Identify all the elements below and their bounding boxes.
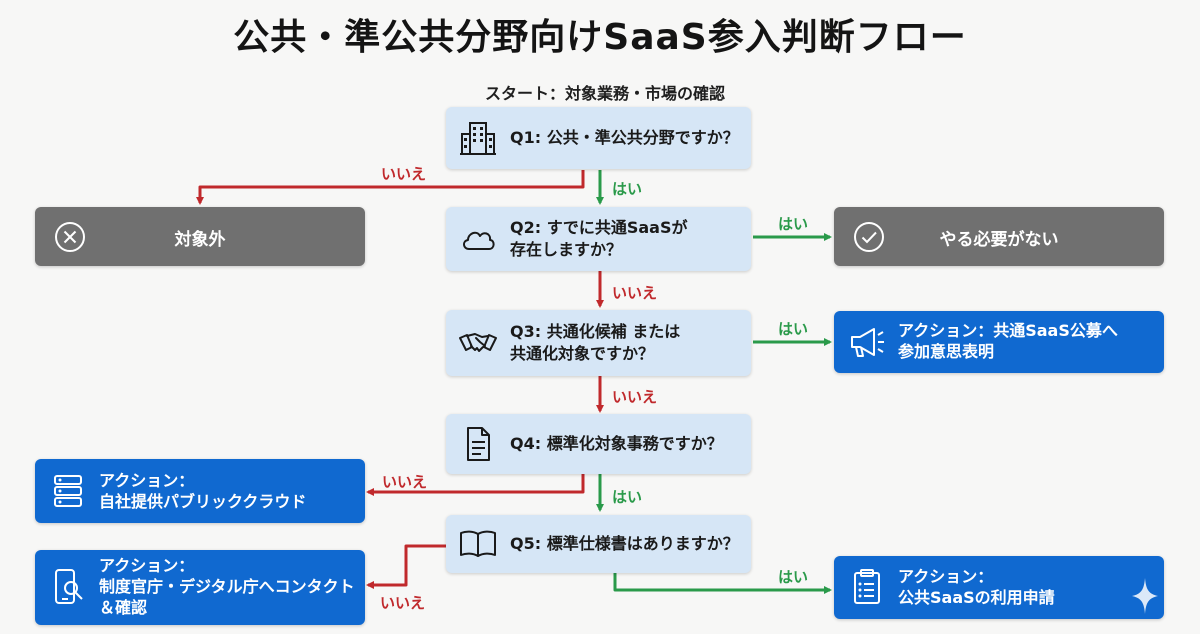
question-q2-text: Q2: すでに共通SaaSが 存在しますか？ <box>510 218 688 259</box>
action-join-common-saas-text: アクション：共通SaaS公募へ 参加意思表明 <box>898 321 1118 361</box>
arrow-q5-yes <box>613 573 832 594</box>
outcome-out-of-scope: 対象外 <box>35 207 365 266</box>
cloud-icon <box>463 231 495 250</box>
action-contact-agencies: アクション： 制度官庁・デジタル庁へコンタクト ＆確認 <box>35 550 365 625</box>
outcome-out-of-scope-text: 対象外 <box>174 230 226 250</box>
start-label: スタート：対象業務・市場の確認 <box>484 84 725 103</box>
label-q1-no: いいえ <box>381 165 427 183</box>
check-circle-icon <box>854 222 884 252</box>
action-join-common-saas: アクション：共通SaaS公募へ 参加意思表明 <box>834 311 1164 373</box>
question-q3-text: Q3: 共通化候補 または 共通化対象ですか？ <box>510 322 681 363</box>
outcome-no-need: やる必要がない <box>834 207 1164 266</box>
question-q4: Q4: 標準化対象事務ですか？ <box>446 414 751 474</box>
document-icon <box>467 427 490 461</box>
label-q4-no: いいえ <box>382 473 428 491</box>
action-apply-public-saas: アクション： 公共SaaSの利用申請 <box>834 556 1164 619</box>
server-icon <box>54 475 82 507</box>
action-own-public-cloud-text: アクション： 自社提供パブリッククラウド <box>99 471 307 511</box>
action-contact-agencies-text: アクション： 制度官庁・デジタル庁へコンタクト ＆確認 <box>99 556 355 617</box>
sparkle-icon <box>1132 578 1158 614</box>
label-q2-no: いいえ <box>612 284 658 302</box>
action-own-public-cloud: アクション： 自社提供パブリッククラウド <box>35 459 365 523</box>
label-q5-no: いいえ <box>380 594 426 612</box>
question-q2: Q2: すでに共通SaaSが 存在しますか？ <box>446 207 751 271</box>
question-q5: Q5: 標準仕様書はありますか？ <box>446 515 751 573</box>
action-apply-public-saas-text: アクション： 公共SaaSの利用申請 <box>898 567 1055 607</box>
label-q4-yes: はい <box>612 488 643 506</box>
question-q1: Q1: 公共・準公共分野ですか？ <box>446 107 751 169</box>
label-q2-yes: はい <box>778 215 809 233</box>
label-q3-yes: はい <box>778 320 809 338</box>
x-circle-icon <box>55 222 85 252</box>
arrow-q4-no <box>366 474 585 496</box>
clipboard-icon <box>854 569 880 604</box>
page-title: 公共・準公共分野向けSaaS参入判断フロー <box>233 17 967 58</box>
question-q3: Q3: 共通化候補 または 共通化対象ですか？ <box>446 310 751 376</box>
label-q1-yes: はい <box>612 180 643 198</box>
question-q4-text: Q4: 標準化対象事務ですか？ <box>510 434 723 453</box>
arrow-q1-no <box>196 170 585 205</box>
arrow-q5-no <box>366 544 446 589</box>
label-q5-yes: はい <box>778 568 809 586</box>
label-q3-no: いいえ <box>612 388 658 406</box>
handshake-icon <box>459 333 497 352</box>
question-q5-text: Q5: 標準仕様書はありますか？ <box>510 534 739 553</box>
phone-search-icon <box>55 569 83 604</box>
book-icon <box>460 530 496 557</box>
outcome-no-need-text: やる必要がない <box>939 230 1059 250</box>
megaphone-icon <box>851 328 884 357</box>
question-q1-text: Q1: 公共・準公共分野ですか？ <box>510 128 739 147</box>
building-icon <box>460 122 496 155</box>
